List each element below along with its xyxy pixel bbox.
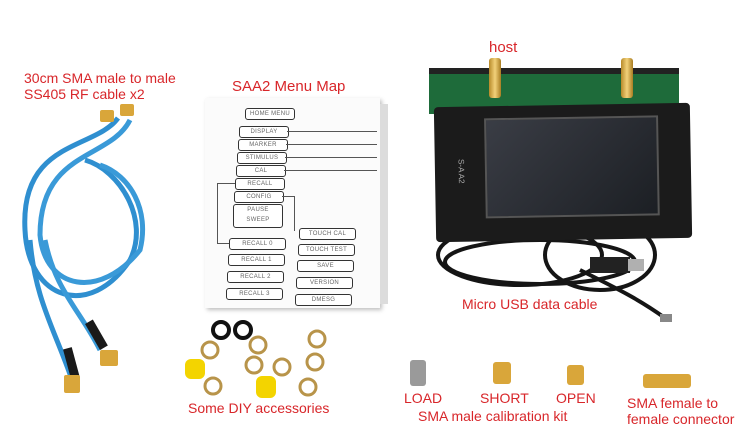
open-terminator — [567, 365, 584, 385]
menu-box-home: HOME MENU — [245, 108, 295, 120]
device-screen — [484, 115, 660, 219]
micro-usb-plug — [660, 314, 672, 322]
adapter-label-line1: SMA female to — [627, 395, 719, 411]
sma-port-2 — [621, 58, 633, 98]
menu-box-cal: CAL — [236, 165, 286, 177]
calibration-kit — [410, 360, 584, 386]
card-edge — [380, 104, 388, 304]
diy-accessories — [185, 320, 327, 398]
cable-boot — [85, 319, 108, 350]
rf-cable-label-line1: 30cm SMA male to male — [24, 70, 176, 86]
menu-box-recall-0: RECALL 0 — [229, 238, 286, 250]
menu-box-recall-2: RECALL 2 — [227, 271, 284, 283]
load-terminator — [410, 360, 426, 386]
saa2-host-device: S-A A2 — [425, 58, 693, 243]
cable-boot — [63, 347, 80, 379]
device-model-mark: S-A A2 — [456, 158, 466, 184]
menu-box-recall-3: RECALL 3 — [226, 288, 283, 300]
sma-connector — [100, 110, 114, 122]
menu-box-config: CONFIG — [234, 191, 284, 203]
sma-connector — [120, 104, 134, 116]
rf-cable-pair — [22, 104, 146, 393]
menu-box-touch-cal: TOUCH CAL — [299, 228, 356, 240]
open-label: OPEN — [556, 390, 596, 406]
menu-box-recall: RECALL — [235, 178, 285, 190]
diy-accessories-label: Some DIY accessories — [188, 400, 330, 416]
menu-box-version: VERSION — [296, 277, 353, 289]
short-terminator — [493, 362, 511, 384]
menu-box-pause-sweep: PAUSE SWEEP — [233, 204, 283, 228]
pause-text: PAUSE — [247, 207, 269, 213]
menu-map-card: HOME MENU DISPLAY MARKER STIMULUS CAL RE… — [205, 98, 388, 308]
cal-kit-label: SMA male calibration kit — [418, 408, 568, 424]
menu-box-dmesg: DMESG — [295, 294, 352, 306]
load-label: LOAD — [404, 390, 443, 406]
menu-box-stimulus: STIMULUS — [237, 152, 287, 164]
adapter-label-line2: female connector — [627, 411, 735, 427]
sma-female-adapter — [643, 374, 691, 388]
usb-a-plug — [590, 257, 630, 273]
menu-box-touch-test: TOUCH TEST — [298, 244, 355, 256]
rf-cable-label-line2: SS405 RF cable x2 — [24, 86, 145, 102]
sweep-text: SWEEP — [246, 217, 270, 223]
short-label: SHORT — [480, 390, 529, 406]
sma-connector — [64, 375, 80, 393]
host-label: host — [489, 39, 518, 56]
device-front-panel: S-A A2 — [433, 102, 693, 243]
usb-cable-label: Micro USB data cable — [462, 296, 598, 312]
menu-box-recall-1: RECALL 1 — [228, 254, 285, 266]
sma-connector — [100, 350, 118, 366]
usb-a-metal — [628, 259, 644, 271]
menu-box-save: SAVE — [297, 260, 354, 272]
sma-port-1 — [489, 58, 501, 98]
menu-map-title: SAA2 Menu Map — [232, 78, 346, 95]
menu-box-marker: MARKER — [238, 139, 288, 151]
menu-box-display: DISPLAY — [239, 126, 289, 138]
